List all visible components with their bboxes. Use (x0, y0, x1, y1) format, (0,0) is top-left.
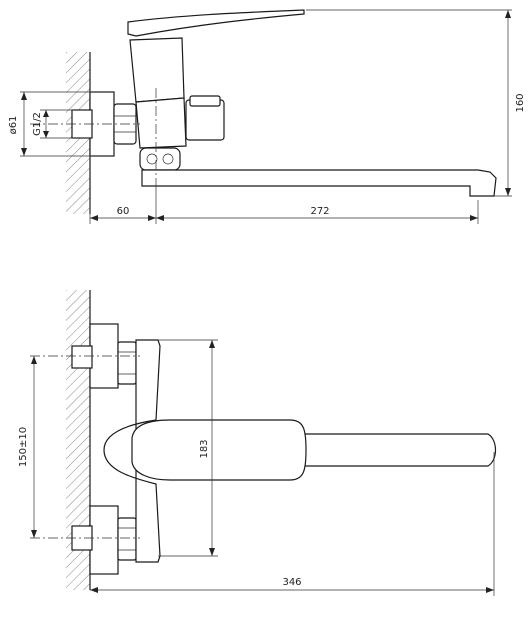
spout-plan (289, 433, 497, 467)
lever-handle (127, 9, 305, 37)
pipe-upper (71, 345, 93, 369)
dim-width-left: 60 (117, 206, 130, 217)
spout-coupling (139, 147, 181, 171)
dim-height-bottom: 183 (199, 439, 210, 458)
mixer-body (129, 37, 185, 103)
flange-lower (89, 505, 119, 575)
dim-length: 346 (282, 577, 301, 588)
lever-plan (131, 419, 307, 481)
dim-center-distance: 150±10 (18, 427, 29, 467)
spout (141, 169, 497, 197)
dim-diameter: ø61 (8, 116, 19, 135)
dim-width-right: 272 (310, 206, 329, 217)
plan-view: 150±10 183 346 (18, 290, 497, 596)
nut-upper (117, 341, 137, 385)
side-view: 160 ø61 G1/2 60 272 (8, 9, 526, 224)
nut-lower (117, 517, 137, 561)
dim-height-top: 160 (515, 93, 526, 112)
dim-thread: G1/2 (32, 112, 43, 136)
